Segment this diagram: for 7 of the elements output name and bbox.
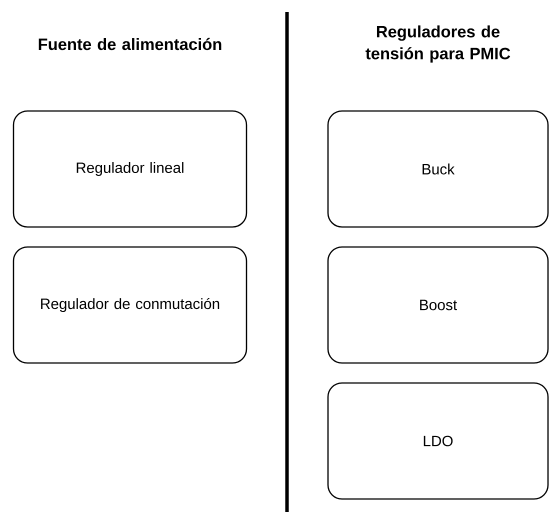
rounded-box: Regulador lineal [12, 110, 248, 228]
column-heading: Reguladores de tensión para PMIC [366, 25, 510, 63]
column-heading: Fuente de alimentación [38, 38, 222, 50]
rounded-box: LDO [327, 382, 549, 500]
rounded-box: Regulador de conmutación [12, 246, 248, 364]
rounded-box: Boost [327, 246, 549, 364]
rounded-box: Buck [327, 110, 549, 228]
